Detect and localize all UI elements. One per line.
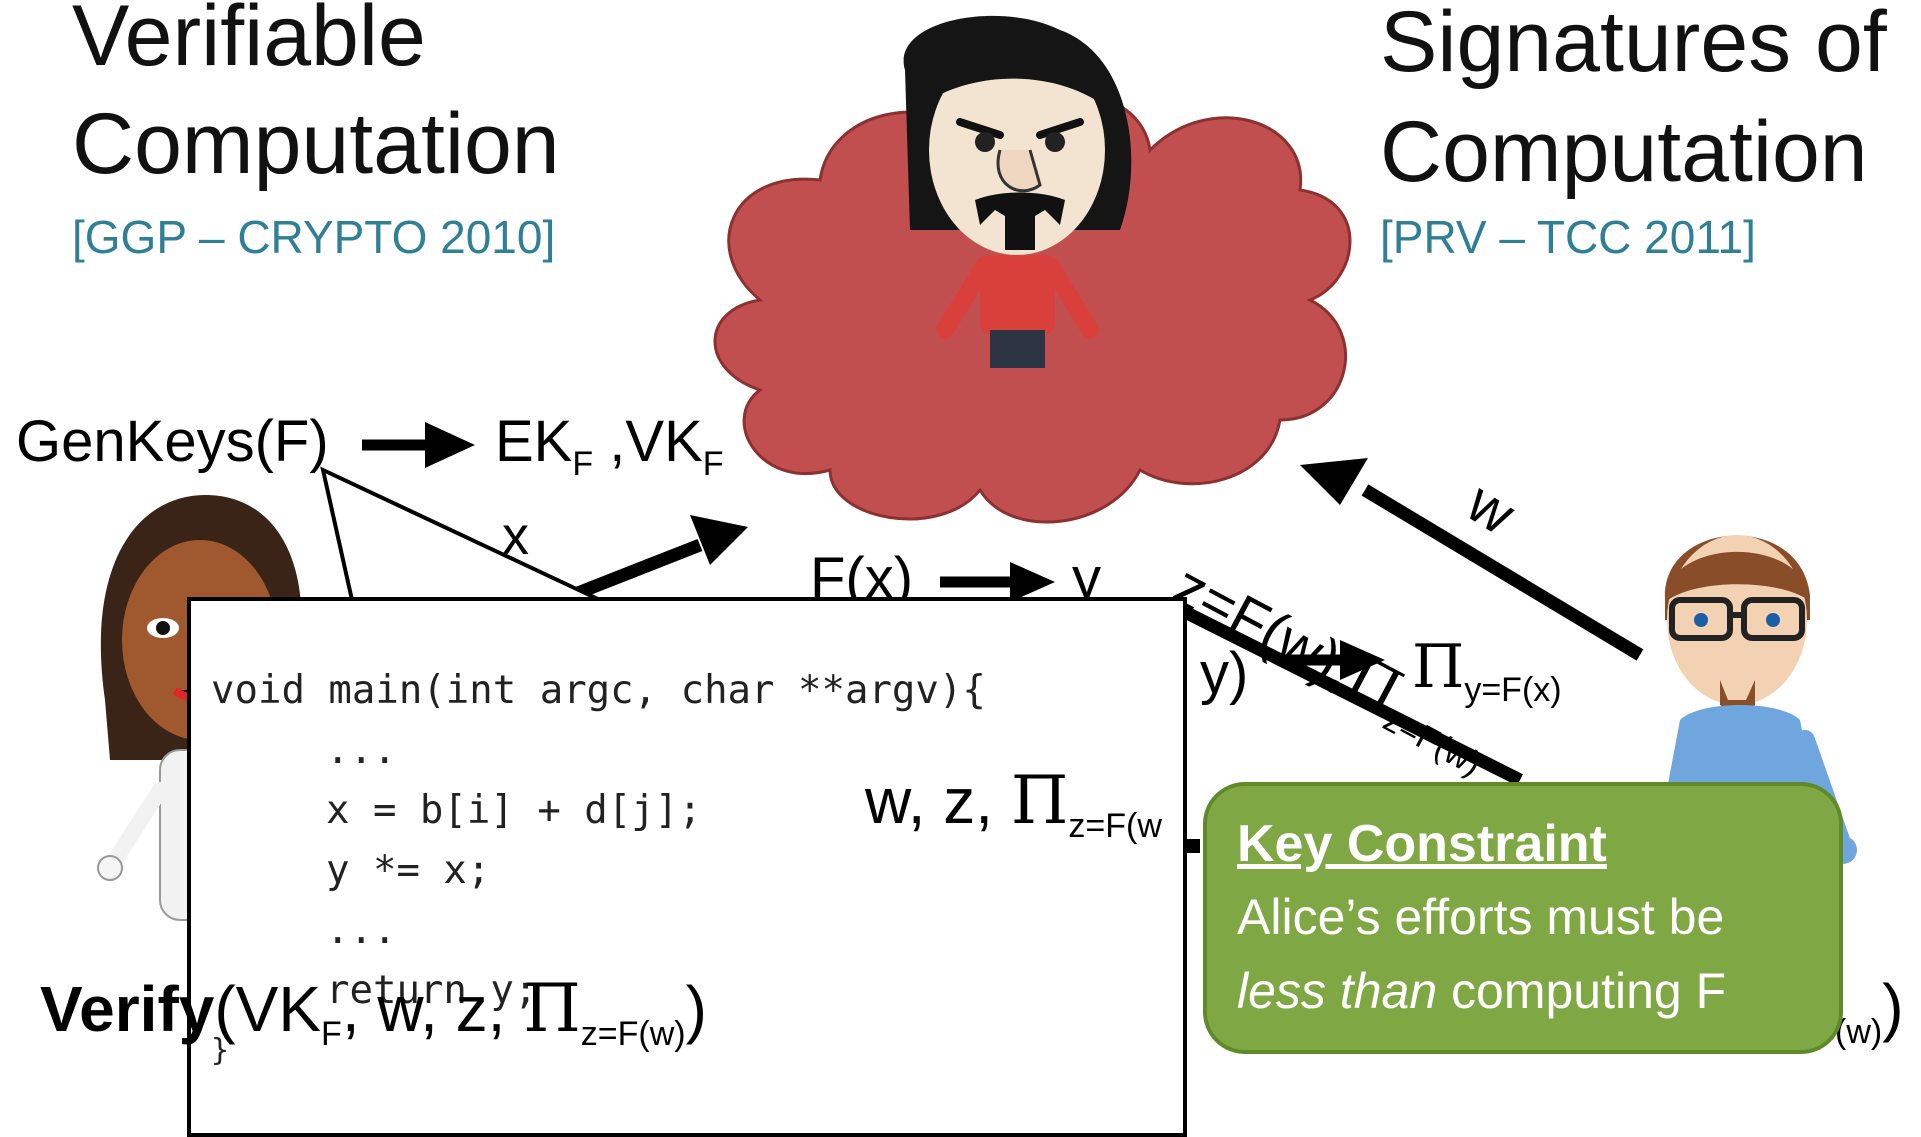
callout-body-post: computing F — [1437, 963, 1727, 1019]
keys-comma: , — [593, 409, 626, 474]
reply-label: w, z, Πz=F(w — [865, 762, 1162, 846]
ek-subscript: F — [572, 445, 594, 483]
verify-close: ) — [685, 973, 707, 1045]
code-line-1: void main(int argc, char **argv){ — [211, 668, 986, 713]
left-citation: [GGP – CRYPTO 2010] — [72, 211, 556, 263]
code-line-4: y *= x; — [326, 848, 491, 893]
code-line-6: return y; — [326, 968, 538, 1013]
vk-label: VK — [625, 409, 703, 474]
right-tail-label: (w)) — [1835, 970, 1904, 1052]
code-line-3: x = b[i] + d[j]; — [326, 788, 702, 833]
code-line-2: ... — [326, 728, 397, 773]
mallory-avatar — [903, 15, 1132, 368]
right-title-line1: Signatures of — [1380, 0, 1887, 90]
left-title-line1: Verifiable — [72, 0, 426, 84]
callout-body-emphasis: less than — [1237, 963, 1438, 1019]
verify-open: (VK — [214, 973, 322, 1045]
reply-text: w, z, — [865, 765, 1011, 837]
speech-pointer — [320, 466, 601, 602]
right-tail-close: ) — [1882, 971, 1904, 1043]
right-title-line2: Computation — [1380, 104, 1868, 200]
ek-label: EK — [495, 409, 573, 474]
bob-avatar — [1664, 535, 1857, 864]
reply-subscript: z=F(w — [1068, 807, 1162, 845]
pi-y-subscript: y=F(x) — [1464, 671, 1562, 709]
genkeys-label: GenKeys(F) — [16, 409, 329, 474]
pi-symbol-y: Π — [1412, 632, 1465, 702]
right-tail-subscript: (w) — [1835, 1013, 1883, 1051]
left-title-line2: Computation — [72, 96, 560, 192]
verify-pi-subscript: z=F(w) — [580, 1015, 686, 1053]
right-citation: [PRV – TCC 2011] — [1380, 211, 1756, 263]
verify-word: Verify — [40, 973, 215, 1045]
code-snippet-box: void main(int argc, char **argv){ ... x … — [187, 597, 1187, 1137]
callout-body-pre: Alice’s efforts must be — [1237, 889, 1725, 945]
callout-body: Alice’s efforts must be less than comput… — [1237, 880, 1809, 1028]
callout-title: Key Constraint — [1237, 815, 1607, 873]
verify-label: Verify(VKF, w, z, Πz=F(w)) — [40, 970, 707, 1054]
pi-y-label: Πy=F(x) — [1412, 632, 1562, 710]
code-line-5: ... — [326, 908, 397, 953]
keys-output: EKF ,VKF — [495, 408, 724, 484]
reply-pi: Π — [1010, 762, 1069, 839]
y-close-label: y) — [1200, 641, 1249, 706]
verify-args: , w, z, — [341, 973, 524, 1045]
verify-vk-subscript: F — [321, 1015, 342, 1053]
code-line-7: } — [211, 1033, 230, 1068]
verify-pi: Π — [523, 970, 581, 1047]
x-label: x — [502, 506, 529, 566]
key-constraint-callout: Key Constraint Alice’s efforts must be l… — [1203, 782, 1843, 1054]
vk-subscript: F — [702, 445, 724, 483]
